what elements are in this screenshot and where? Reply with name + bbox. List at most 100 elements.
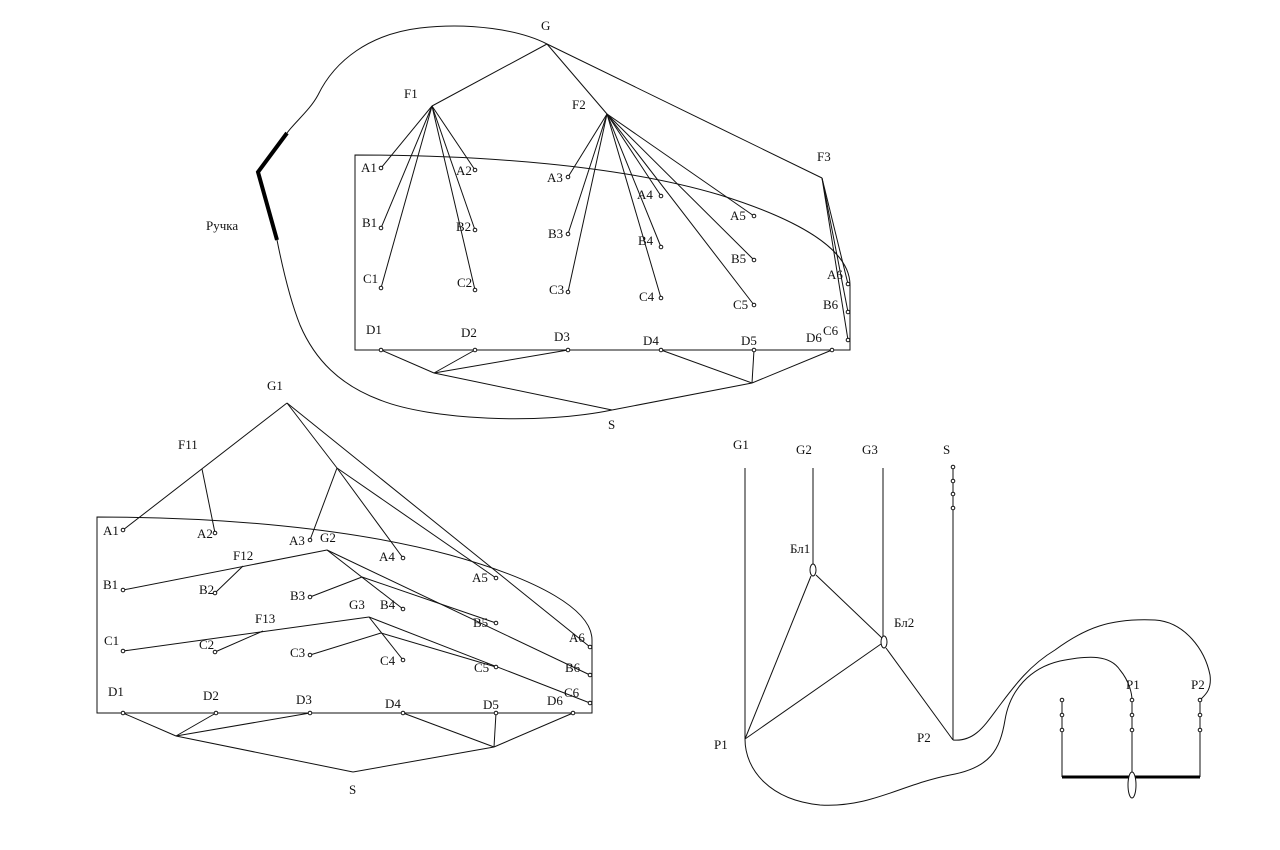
node-label-f3: F3 <box>817 149 831 164</box>
terminal-point <box>658 193 664 199</box>
node-label-c1: C1 <box>363 271 378 286</box>
node-label-d3: D3 <box>554 329 570 344</box>
terminal-point <box>307 652 313 658</box>
node-label-b3: B3 <box>290 588 305 603</box>
terminal-point <box>307 594 313 600</box>
node-label-c4: C4 <box>380 653 396 668</box>
node-label-c3: C3 <box>290 645 305 660</box>
node-label-d4: D4 <box>385 696 401 711</box>
node-label-s: S <box>349 782 356 797</box>
node-label-a1: A1 <box>361 160 377 175</box>
terminal-point <box>950 491 956 497</box>
cable-outline <box>744 656 1133 806</box>
terminal-point <box>400 555 406 561</box>
terminal-point <box>120 587 126 593</box>
terminal-point <box>565 231 571 237</box>
terminal-point <box>493 710 499 716</box>
terminal-point <box>845 309 851 315</box>
node-label-p2: P2 <box>917 730 931 745</box>
connection-lines <box>122 402 591 773</box>
terminal-points <box>120 527 593 716</box>
node-label-a4: A4 <box>637 187 653 202</box>
terminal-point <box>1129 727 1135 733</box>
outline-blob <box>276 25 613 420</box>
terminal-point <box>751 257 757 263</box>
node-label-f11: F11 <box>178 437 198 452</box>
terminal-point <box>307 710 313 716</box>
terminal-points <box>378 165 851 353</box>
handle <box>255 131 289 241</box>
node-label-b5: B5 <box>473 615 488 630</box>
terminal-point <box>751 302 757 308</box>
node-label-c6: C6 <box>823 323 839 338</box>
node-label-c6: C6 <box>564 685 580 700</box>
node-label-d2: D2 <box>203 688 219 703</box>
terminal-point <box>472 347 478 353</box>
node-label-f1: F1 <box>404 86 418 101</box>
terminal-point <box>472 227 478 233</box>
node-label-a6: A6 <box>569 630 585 645</box>
terminal-point <box>570 710 576 716</box>
bottom-right-diagram <box>744 464 1211 806</box>
terminal-point <box>1059 697 1065 703</box>
terminal-point <box>378 165 384 171</box>
terminal-point <box>1129 697 1135 703</box>
body-outline <box>96 516 593 714</box>
node-label-b1: B1 <box>103 577 118 592</box>
terminal-point <box>400 606 406 612</box>
terminal-points <box>950 464 1203 733</box>
node-label-d6: D6 <box>547 693 563 708</box>
node-label-g2: G2 <box>320 530 336 545</box>
node-label-a3: A3 <box>289 533 305 548</box>
node-label-b3: B3 <box>548 226 563 241</box>
connection-lines <box>744 467 1201 777</box>
node-label-b4: B4 <box>638 233 654 248</box>
terminal-point <box>400 710 406 716</box>
terminal-point <box>829 347 835 353</box>
node-label-d4: D4 <box>643 333 659 348</box>
node-label-a4: A4 <box>379 549 395 564</box>
terminal-point <box>587 644 593 650</box>
terminal-point <box>400 657 406 663</box>
node-label-handle: Ручка <box>206 218 238 233</box>
node-label-a2: A2 <box>456 163 472 178</box>
bottom-left-diagram <box>96 402 593 773</box>
node-label-bl1: Бл1 <box>790 541 810 556</box>
node-label-p2-right: P2 <box>1191 677 1205 692</box>
terminal-point <box>1059 727 1065 733</box>
node-label-f2: F2 <box>572 97 586 112</box>
node-label-s: S <box>943 442 950 457</box>
node-label-b2: B2 <box>456 219 471 234</box>
terminal-point <box>1129 712 1135 718</box>
terminal-point <box>493 575 499 581</box>
terminal-point <box>1197 712 1203 718</box>
terminal-point <box>845 337 851 343</box>
node-label-f12: F12 <box>233 548 253 563</box>
terminal-point <box>212 590 218 596</box>
terminal-point <box>658 347 664 353</box>
terminal-point <box>1059 712 1065 718</box>
node-label-p1-right: P1 <box>1126 677 1140 692</box>
node-label-b4: B4 <box>380 597 396 612</box>
cable-outline <box>952 619 1211 741</box>
node-label-b6: B6 <box>823 297 839 312</box>
terminal-point <box>587 700 593 706</box>
node-label-d6: D6 <box>806 330 822 345</box>
node-label-a2: A2 <box>197 526 213 541</box>
terminal-point <box>1197 727 1203 733</box>
body-outline <box>354 154 851 351</box>
terminal-point <box>565 347 571 353</box>
block-2-ellipse <box>880 635 888 649</box>
terminal-point <box>565 289 571 295</box>
node-label-p1: P1 <box>714 737 728 752</box>
node-label-a5: A5 <box>730 208 746 223</box>
terminal-point <box>120 527 126 533</box>
node-label-d5: D5 <box>483 697 499 712</box>
terminal-point <box>378 347 384 353</box>
terminal-point <box>658 295 664 301</box>
node-label-c3: C3 <box>549 282 564 297</box>
node-label-a6: A6 <box>827 267 843 282</box>
node-label-c1: C1 <box>104 633 119 648</box>
terminal-point <box>120 710 126 716</box>
